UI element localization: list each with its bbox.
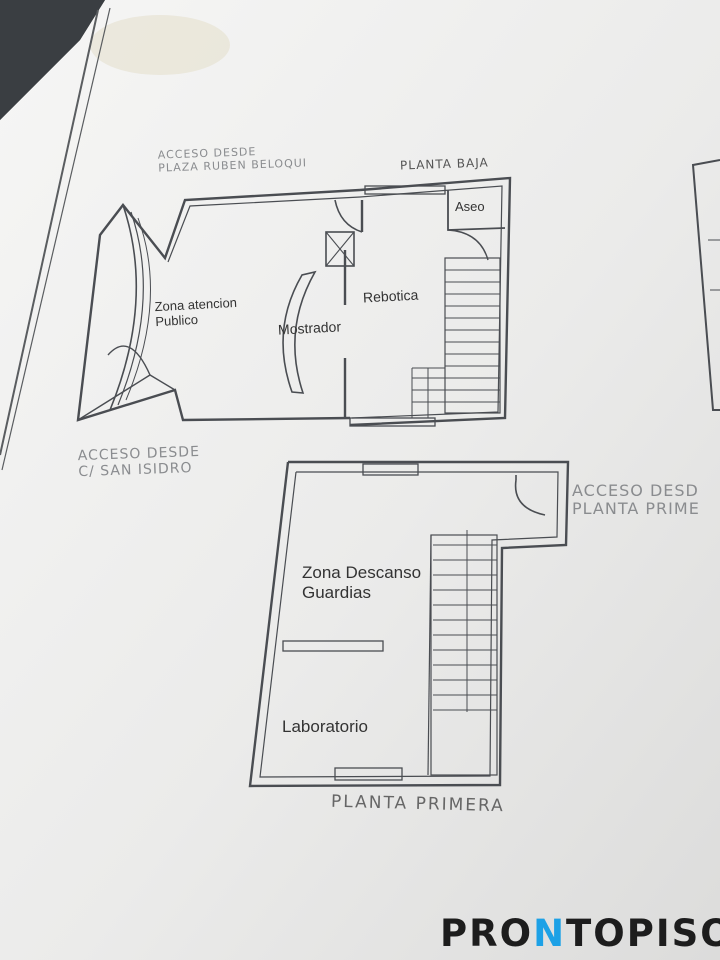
ground-floor-plan [76, 176, 512, 427]
room-back-shop-label: Rebotica [362, 286, 419, 306]
street-access-label: ACCESO DESDE C/ SAN ISIDRO [77, 444, 200, 480]
back-shop-walls [349, 176, 512, 427]
first-floor-outer-wall [248, 460, 570, 788]
first-floor-access-line1: ACCESO DESD [572, 481, 699, 500]
ground-stairs-treads [411, 269, 500, 418]
first-floor-door-arc [514, 479, 546, 516]
logo-part2: TOPISO [566, 912, 720, 955]
room-laboratory-label: Laboratorio [282, 717, 369, 736]
plaza-access-label: ACCESO DESDE PLAZA RUBEN BELOQUI [158, 144, 308, 174]
prontopiso-logo: PRONTOPISO [440, 912, 720, 955]
paper-stain [90, 15, 230, 75]
room-rest-area-label: Zona Descanso Guardias [302, 563, 421, 602]
room-public-area-label: Zona atencion Publico [154, 295, 238, 330]
logo-part1: PRO [440, 912, 534, 955]
ground-stairs [444, 257, 501, 414]
first-floor-access-label: ACCESO DESD PLANTA PRIME [572, 481, 700, 519]
sheet-border-inner [1, 7, 111, 471]
sheet-border-outer [0, 9, 99, 456]
logo-accent-letter: N [533, 912, 567, 955]
facade-curve [109, 204, 138, 411]
rest-area-line2: Guardias [302, 582, 371, 602]
lab-partition [282, 640, 384, 652]
room-toilet-label: Aseo [455, 199, 485, 214]
plaza-door-arc [334, 199, 363, 233]
paper-edge-shadow [0, 0, 105, 120]
room-counter-label: Mostrador [277, 318, 342, 338]
first-floor-plan [248, 460, 570, 788]
shaft-box [325, 231, 355, 267]
rest-area-line1: Zona Descanso [302, 563, 422, 582]
street-door-arc [107, 345, 151, 376]
first-floor-stairs [430, 534, 498, 776]
adjacent-plan-fragment [691, 159, 720, 411]
counter-curve [282, 270, 317, 394]
first-floor-access-line2: PLANTA PRIME [572, 499, 700, 519]
first-stairs-treads [433, 530, 497, 712]
ground-floor-outer-wall [76, 188, 361, 422]
